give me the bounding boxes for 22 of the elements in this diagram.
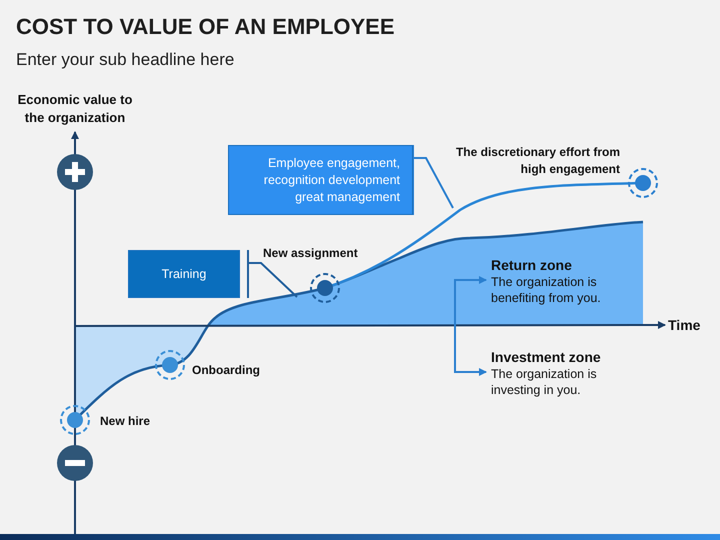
axis-label: Time xyxy=(668,317,700,333)
callout-box: Training xyxy=(128,250,240,298)
milestone-marker xyxy=(59,404,91,436)
branch-arrow xyxy=(454,326,487,376)
milestone-label: Onboarding xyxy=(192,362,261,379)
milestone-marker xyxy=(154,349,186,381)
branch-arrow xyxy=(454,276,487,326)
milestone-label: New hire xyxy=(100,413,152,430)
title: COST TO VALUE OF AN EMPLOYEE xyxy=(16,14,395,40)
zone-description: The organization is benefiting from you. xyxy=(491,274,602,306)
milestone-marker xyxy=(627,167,659,199)
leader-line xyxy=(413,157,454,208)
zone-description: The organization is investing in you. xyxy=(491,366,598,398)
leader-line xyxy=(248,262,298,298)
subtitle: Enter your sub headline here xyxy=(16,50,234,70)
milestone-marker xyxy=(309,272,341,304)
milestone-label: New assignment xyxy=(263,245,359,262)
zone-heading: Investment zone xyxy=(491,348,602,366)
callout-box: Employee engagement, recognition development great management xyxy=(228,145,413,215)
milestone-label: The discretionary effort from high engagement xyxy=(454,144,620,178)
zone-heading: Return zone xyxy=(491,256,573,274)
axis-label: Economic value to the organization xyxy=(16,91,134,127)
